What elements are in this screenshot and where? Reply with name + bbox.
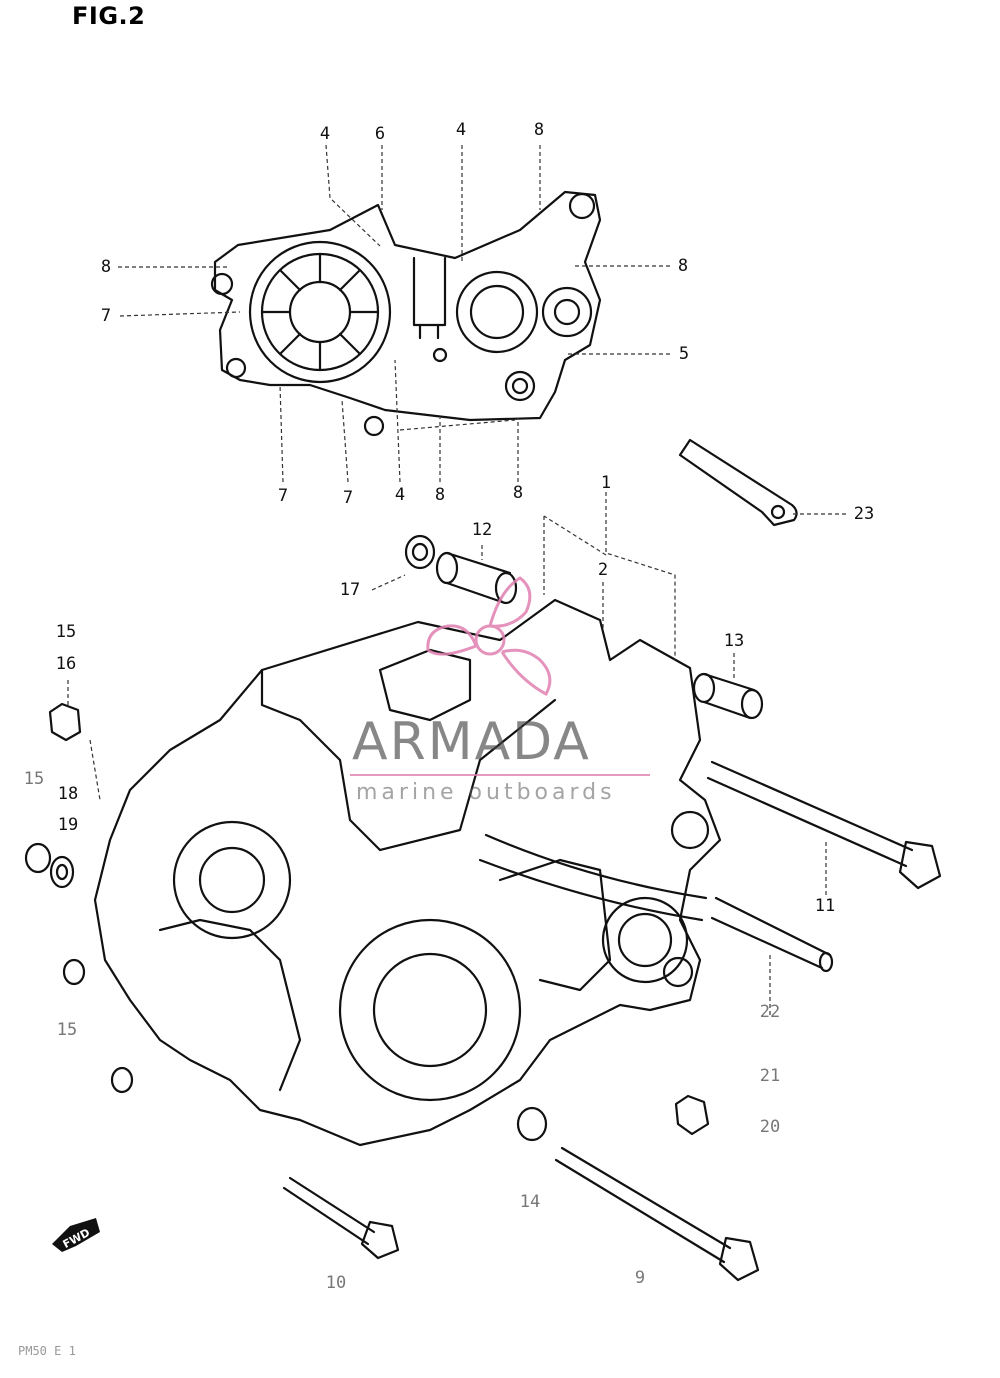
callout-label: 16 [55,654,77,674]
callout-label: 11 [814,896,836,916]
callout-label: 2 [597,560,609,580]
callout-label: 15 [56,1020,78,1040]
callout-label: 8 [677,256,689,276]
part-11-bolt [706,760,942,890]
callout-label: 4 [319,124,331,144]
callout-label: 23 [853,504,875,524]
part-23-gasket [678,438,798,527]
callout-label: 14 [519,1192,541,1212]
callout-label: 12 [471,520,493,540]
callout-label: 10 [325,1273,347,1293]
part-15-nut-lower [62,958,134,1094]
callout-label: 8 [434,485,446,505]
watermark-tagline: marine outboards [356,780,616,805]
callout-label: 7 [342,488,354,508]
callout-label: 4 [455,120,467,140]
callout-label: 8 [512,483,524,503]
callout-label: 15 [55,622,77,642]
callout-label: 8 [100,257,112,277]
callout-label: 21 [759,1066,781,1086]
forward-arrow [52,1218,100,1252]
part-18-washer [24,842,75,889]
part-10-bolt [282,1176,400,1260]
callout-label: 6 [374,124,386,144]
callout-label: 4 [394,485,406,505]
callout-label: 5 [678,344,690,364]
part-22-hose [478,833,834,973]
part-9-bolt [554,1146,760,1282]
callout-label: 13 [723,631,745,651]
watermark-brand: ARMADA [352,712,591,772]
callout-label: 1 [600,473,612,493]
part-20-nut [674,1094,710,1136]
callout-label: 8 [533,120,545,140]
leader-lines [67,144,846,1015]
footer-code: PM50 E 1 [18,1344,76,1358]
figure-title: FIG.2 [72,2,146,30]
callout-label: 19 [57,815,79,835]
callout-label: 15 [23,769,45,789]
part-17-seal [404,534,436,570]
part-12-dowel [435,551,518,605]
upper-crankcase-half [210,190,602,437]
part-14-spacer [516,1106,548,1142]
callout-label: 7 [277,486,289,506]
watermark-propeller-icon [426,576,552,697]
lower-crankcase-assembly [93,598,722,1147]
callout-label: 7 [100,306,112,326]
callout-label: 9 [634,1268,646,1288]
part-15-nut [48,702,82,742]
callout-label: 17 [339,580,361,600]
callout-label: 22 [759,1002,781,1022]
part-13-dowel [692,672,764,720]
callout-label: 20 [759,1117,781,1137]
callout-label: 18 [57,784,79,804]
